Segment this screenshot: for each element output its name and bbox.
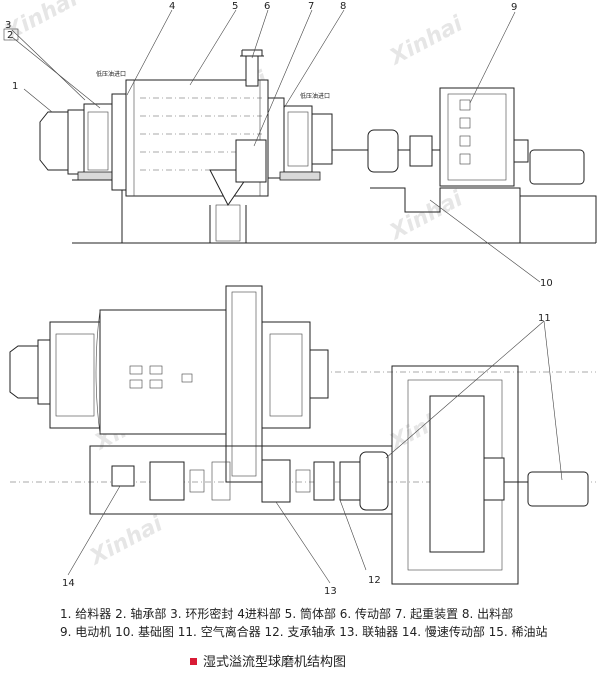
shell-liner-dots (140, 97, 262, 171)
callout-4: 4 (169, 1, 175, 12)
side-elevation (39, 49, 597, 244)
plan-view (9, 285, 596, 585)
watermark-brand: Xinhai (384, 11, 467, 71)
leader-lines (11, 9, 563, 584)
callout-5: 5 (232, 1, 238, 12)
callout-6: 6 (264, 1, 270, 12)
ball-mill-drawing: Xinhai Xinhai Xinhai Xinhai Xinhai Xinha… (0, 0, 597, 597)
caption-bullet-icon (190, 658, 197, 665)
callout-8: 8 (340, 1, 346, 12)
legend-line-2: 9. 电动机 10. 基础图 11. 空气离合器 12. 支承轴承 13. 联轴… (60, 625, 548, 639)
callout-7: 7 (308, 1, 314, 12)
callout-11: 11 (538, 313, 551, 324)
watermark-brand: Xinhai (384, 186, 467, 246)
callout-1: 1 (12, 81, 18, 92)
feed-end-bearing-label: 低压油进口 (96, 70, 126, 78)
callout-2: 2 (7, 30, 13, 41)
figure-caption: 湿式溢流型球磨机结构图 (190, 651, 346, 670)
watermark-brand: Xinhai (84, 511, 167, 571)
callout-14: 14 (62, 578, 75, 589)
callout-9: 9 (511, 2, 517, 13)
legend-line-1: 1. 给料器 2. 轴承部 3. 环形密封 4进料部 5. 筒体部 6. 传动部… (60, 607, 514, 621)
callout-13: 13 (324, 586, 337, 597)
callout-3: 3 (5, 20, 11, 31)
callout-10: 10 (540, 278, 553, 289)
discharge-end-bearing-label: 低压油进口 (300, 92, 330, 100)
callout-12: 12 (368, 575, 381, 586)
callouts: 3 2 1 4 5 6 7 8 9 10 11 12 13 14 (3, 1, 553, 597)
caption-text: 湿式溢流型球磨机结构图 (203, 655, 347, 670)
